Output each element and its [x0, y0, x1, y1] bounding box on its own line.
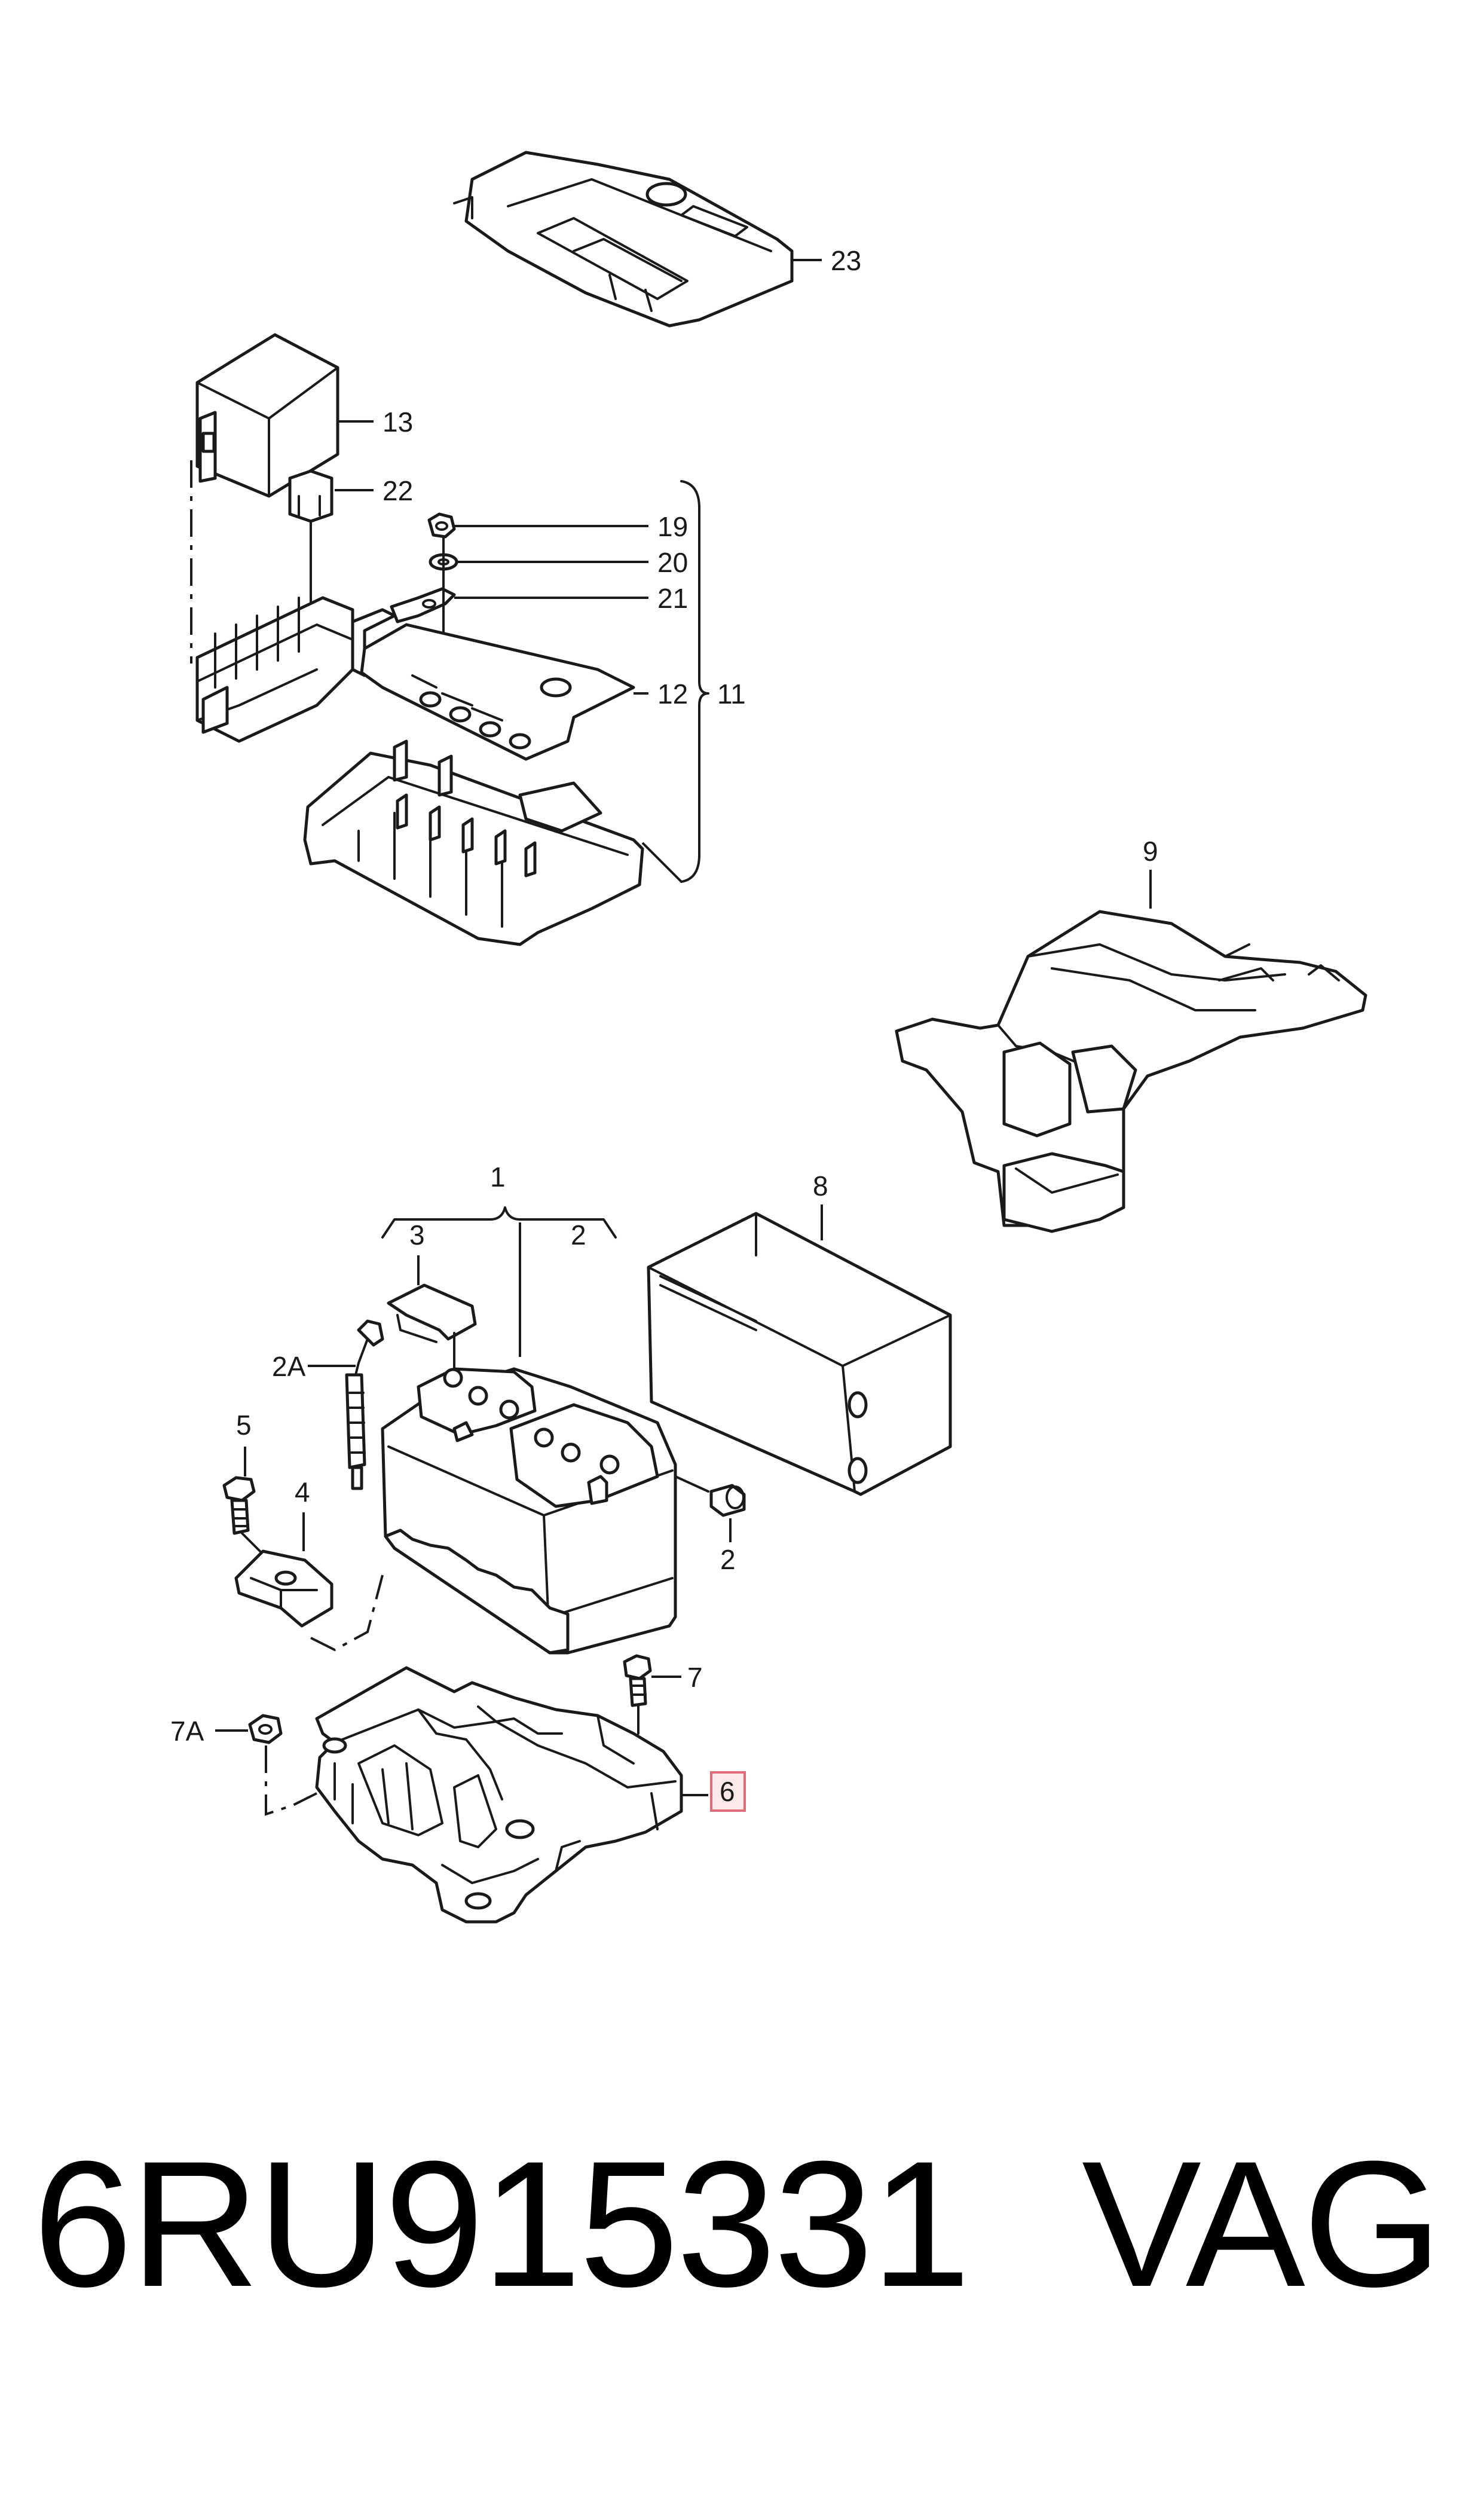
- part-1-battery[interactable]: [381, 1367, 677, 1655]
- fuse-carrier-base[interactable]: [303, 739, 644, 946]
- part-12-busbar[interactable]: [360, 623, 635, 761]
- part-4-clamp[interactable]: [234, 1549, 333, 1628]
- part-23-fusebox-cover[interactable]: [453, 151, 794, 328]
- part-number: 6RU915331: [33, 2123, 971, 2324]
- callout-9[interactable]: 9: [1143, 836, 1158, 867]
- fuse-holder-block[interactable]: [195, 596, 396, 743]
- part-2-terminal-plug[interactable]: [709, 1484, 746, 1517]
- footer: 6RU915331 VAG: [0, 2128, 1484, 2319]
- callout-2-top[interactable]: 2: [571, 1219, 586, 1251]
- brand-name: VAG: [1082, 2123, 1442, 2324]
- part-22-fuse[interactable]: [288, 469, 333, 523]
- bracket-11: [680, 480, 709, 883]
- callout-20[interactable]: 20: [657, 547, 688, 578]
- part-9-holder[interactable]: [895, 910, 1367, 1233]
- part-19-nut[interactable]: [427, 512, 456, 539]
- callout-23[interactable]: 23: [831, 245, 861, 276]
- alignment-line-1: [674, 1475, 709, 1493]
- callout-4[interactable]: 4: [295, 1476, 310, 1508]
- part-5-bolt[interactable]: [222, 1476, 256, 1535]
- alignment-line-5: [241, 1532, 264, 1555]
- callout-6-highlight: [710, 1771, 746, 1812]
- bracket-1: [381, 1206, 617, 1239]
- part-6-battery-tray[interactable]: [315, 1666, 683, 1924]
- callout-8[interactable]: 8: [813, 1170, 828, 1202]
- part-7A-nut[interactable]: [248, 1714, 283, 1744]
- part-7-bolt[interactable]: [623, 1654, 652, 1707]
- callout-1[interactable]: 1: [490, 1161, 506, 1193]
- part-3-terminal-cap[interactable]: [387, 1283, 477, 1343]
- callout-3[interactable]: 3: [409, 1219, 425, 1251]
- callout-2-side[interactable]: 2: [720, 1544, 736, 1575]
- callout-5[interactable]: 5: [236, 1410, 252, 1441]
- callout-6[interactable]: 6: [720, 1776, 735, 1807]
- callout-21[interactable]: 21: [657, 583, 688, 614]
- callout-13[interactable]: 13: [383, 406, 413, 438]
- alignment-dash-7A: [265, 1745, 317, 1816]
- callout-2A[interactable]: 2A: [272, 1351, 306, 1382]
- part-2A-cable[interactable]: [345, 1319, 384, 1490]
- callout-12[interactable]: 12: [657, 678, 688, 710]
- leader-11: [641, 842, 683, 883]
- callout-22[interactable]: 22: [383, 475, 413, 506]
- alignment-dash-4: [310, 1575, 384, 1652]
- callout-7A[interactable]: 7A: [170, 1716, 204, 1747]
- part-13-relay-cover[interactable]: [195, 333, 339, 498]
- callout-19[interactable]: 19: [657, 511, 688, 542]
- part-8-thermal-jacket[interactable]: [647, 1212, 952, 1496]
- part-21-cable-eyelet[interactable]: [390, 587, 456, 623]
- callout-11[interactable]: 11: [717, 678, 746, 710]
- callout-7[interactable]: 7: [687, 1662, 703, 1693]
